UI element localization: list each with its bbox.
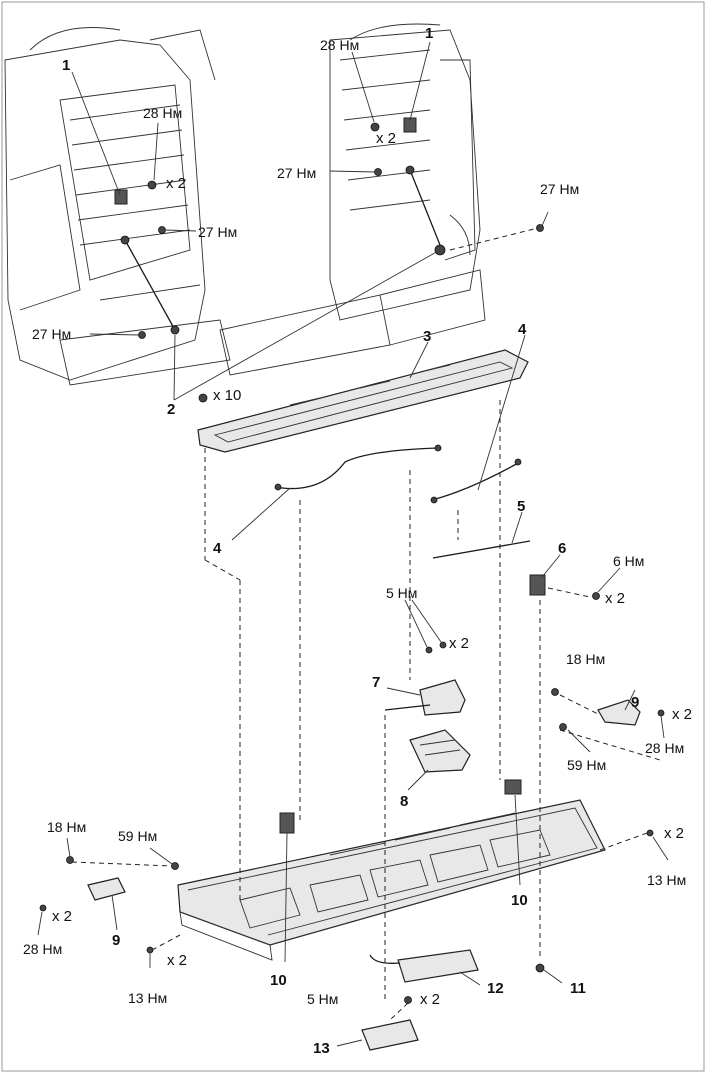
tailgate-body <box>177 799 606 961</box>
quantity-label: x 2 <box>605 590 625 607</box>
callout-10: 10 <box>270 972 287 989</box>
quantity-label: x 2 <box>449 635 469 652</box>
part-4-rods <box>231 334 526 541</box>
torque-label: 59 Нм <box>567 757 606 773</box>
callout-9: 9 <box>112 932 120 949</box>
torque-label: 18 Нм <box>47 819 86 835</box>
quantity-label: x 10 <box>213 387 241 404</box>
callout-8: 8 <box>400 793 408 810</box>
part-11-clip <box>535 963 563 984</box>
torque-label: 27 Нм <box>540 181 579 197</box>
torque-label: 59 Нм <box>118 828 157 844</box>
part-7-latch-assembly <box>384 599 466 716</box>
part-8-latch-cover <box>407 729 471 791</box>
torque-label: 13 Нм <box>128 990 167 1006</box>
torque-label: 5 Нм <box>307 991 338 1007</box>
callout-7: 7 <box>372 674 380 691</box>
alignment-dashes <box>204 400 661 1021</box>
callout-2: 2 <box>167 401 175 418</box>
torque-label: 27 Нм <box>32 326 71 342</box>
callout-1: 1 <box>425 25 433 42</box>
quantity-labels: x 2 x 2 x 10 x 2 x 2 x 2 x 2 x 2 x 2 x 2 <box>52 130 692 1008</box>
callout-numbers: 1 1 2 3 4 4 5 6 7 8 9 9 10 10 11 12 13 <box>62 25 639 1057</box>
quantity-label: x 2 <box>420 991 440 1008</box>
part-3-upper-panel <box>197 341 529 453</box>
callout-10: 10 <box>511 892 528 909</box>
torque-label: 5 Нм <box>386 585 417 601</box>
torque-label: 27 Нм <box>277 165 316 181</box>
part-5-rod <box>432 511 531 559</box>
callout-3: 3 <box>423 328 431 345</box>
truck-rear-left-illustration <box>4 27 231 386</box>
callout-13: 13 <box>313 1040 330 1057</box>
callout-4: 4 <box>518 321 527 338</box>
torque-label: 18 Нм <box>566 651 605 667</box>
leaders-top <box>71 41 549 401</box>
torque-label: 13 Нм <box>647 872 686 888</box>
support-struts <box>120 165 446 335</box>
torque-label: 28 Нм <box>23 941 62 957</box>
part-10-brackets <box>279 779 522 963</box>
torque-label: 28 Нм <box>320 37 359 53</box>
callout-5: 5 <box>517 498 525 515</box>
torque-label: 28 Нм <box>143 105 182 121</box>
quantity-label: x 2 <box>664 825 684 842</box>
torque-label: 28 Нм <box>645 740 684 756</box>
torque-label: 6 Нм <box>613 553 644 569</box>
callout-1: 1 <box>62 57 70 74</box>
callout-4: 4 <box>213 540 222 557</box>
quantity-label: x 2 <box>672 706 692 723</box>
quantity-label: x 2 <box>167 952 187 969</box>
quantity-label: x 2 <box>376 130 396 147</box>
callout-6: 6 <box>558 540 566 557</box>
part-12-handle-trim <box>369 949 481 986</box>
part-6-bracket <box>529 554 621 600</box>
part-9-hinge-left <box>37 837 179 936</box>
torque-labels: 28 Нм 28 Нм 27 Нм 27 Нм 27 Нм 27 Нм 6 Нм… <box>23 37 686 1007</box>
callout-11: 11 <box>570 980 586 997</box>
truck-rear-right-illustration <box>219 23 486 376</box>
callout-9: 9 <box>631 694 639 711</box>
upper-hinges <box>114 117 544 339</box>
callout-12: 12 <box>487 980 504 997</box>
torque-label: 27 Нм <box>198 224 237 240</box>
quantity-label: x 2 <box>166 175 186 192</box>
quantity-label: x 2 <box>52 908 72 925</box>
